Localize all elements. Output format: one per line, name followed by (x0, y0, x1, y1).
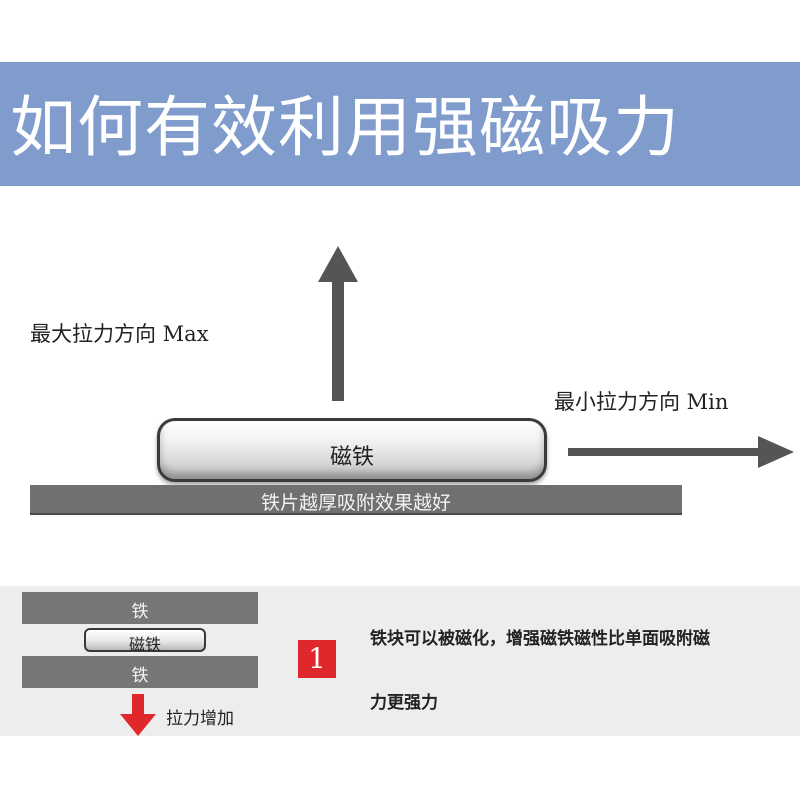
max-pull-label: 最大拉力方向 Max (30, 322, 209, 346)
iron-block-bottom: 铁 (22, 656, 258, 688)
title-banner: 如何有效利用强磁吸力 (0, 62, 800, 186)
arrow-right-icon (568, 436, 794, 468)
arrow-down-icon (120, 694, 156, 736)
description-line-1: 铁块可以被磁化，增强磁铁磁性比单面吸附磁 (370, 629, 710, 649)
min-pull-label: 最小拉力方向 Min (554, 390, 729, 414)
pull-increase-label: 拉力增加 (166, 709, 234, 729)
magnet-label: 磁铁 (329, 445, 374, 470)
iron-bottom-label: 铁 (131, 666, 149, 686)
page-title: 如何有效利用强磁吸力 (10, 89, 680, 166)
magnet-bar: 磁铁 (157, 418, 547, 482)
magnet-small-label: 磁铁 (128, 635, 161, 654)
iron-top-label: 铁 (131, 602, 149, 622)
arrow-up-icon (318, 246, 358, 401)
iron-plate-label: 铁片越厚吸附效果越好 (260, 492, 451, 514)
iron-plate: 铁片越厚吸附效果越好 (30, 485, 682, 515)
magnet-small: 磁铁 (84, 628, 206, 654)
description-line-2: 力更强力 (370, 693, 438, 713)
iron-block-top: 铁 (22, 592, 258, 624)
step-badge: 1 (298, 640, 336, 678)
